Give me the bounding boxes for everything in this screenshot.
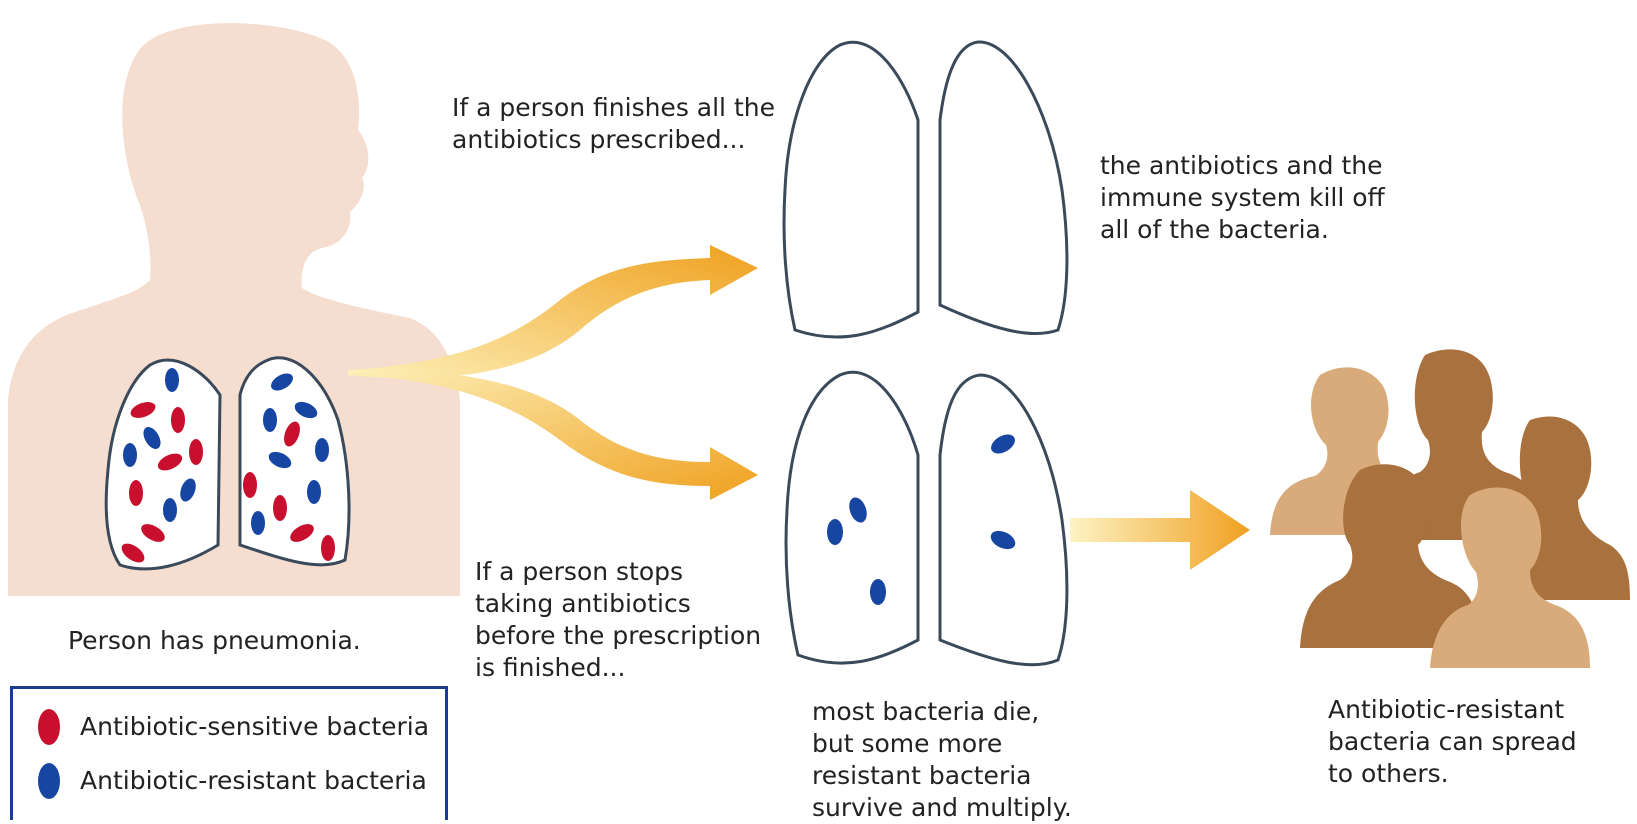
caption-spread: Antibiotic-resistant bacteria can spread…	[1328, 694, 1577, 790]
caption-stops: If a person stops taking antibiotics bef…	[475, 556, 761, 684]
sensitive-bacterium	[273, 495, 287, 521]
residual-lungs	[786, 372, 1067, 665]
legend-item-sensitive: Antibiotic-sensitive bacteria	[38, 707, 429, 747]
resistant-bacterium	[123, 443, 137, 467]
caption-finishes: If a person finishes all the antibiotics…	[452, 92, 775, 156]
clean-left-lung	[784, 42, 918, 337]
spread-arrow	[1070, 490, 1250, 570]
resistant-bacterium	[163, 498, 177, 522]
clean-lungs	[784, 42, 1067, 337]
resistant-bacterium	[870, 579, 886, 605]
resistant-bacterium	[827, 519, 843, 545]
residual-left-lung	[786, 372, 918, 663]
person-silhouette	[8, 23, 460, 596]
crowd-silhouettes	[1270, 349, 1630, 668]
sensitive-bacterium	[129, 480, 143, 506]
sensitive-bacterium	[321, 535, 335, 561]
sensitive-bacterium	[243, 472, 257, 498]
residual-right-lung	[940, 375, 1067, 665]
resistant-swatch	[38, 763, 60, 799]
sensitive-bacterium	[189, 439, 203, 465]
legend-item-resistant: Antibiotic-resistant bacteria	[38, 761, 427, 801]
resistant-bacterium	[263, 408, 277, 432]
resistant-bacterium	[165, 368, 179, 392]
legend-label-resistant: Antibiotic-resistant bacteria	[80, 765, 427, 797]
clean-right-lung	[940, 42, 1067, 334]
legend-label-sensitive: Antibiotic-sensitive bacteria	[80, 711, 429, 743]
sensitive-bacterium	[171, 407, 185, 433]
caption-pneumonia: Person has pneumonia.	[68, 625, 361, 657]
caption-kill-off: the antibiotics and the immune system ki…	[1100, 150, 1385, 246]
resistant-bacterium	[315, 438, 329, 462]
caption-survive: most bacteria die, but some more resista…	[812, 696, 1072, 824]
sensitive-swatch	[38, 709, 60, 745]
legend: Antibiotic-sensitive bacteria Antibiotic…	[10, 686, 448, 820]
resistant-bacterium	[307, 480, 321, 504]
resistant-bacterium	[251, 511, 265, 535]
